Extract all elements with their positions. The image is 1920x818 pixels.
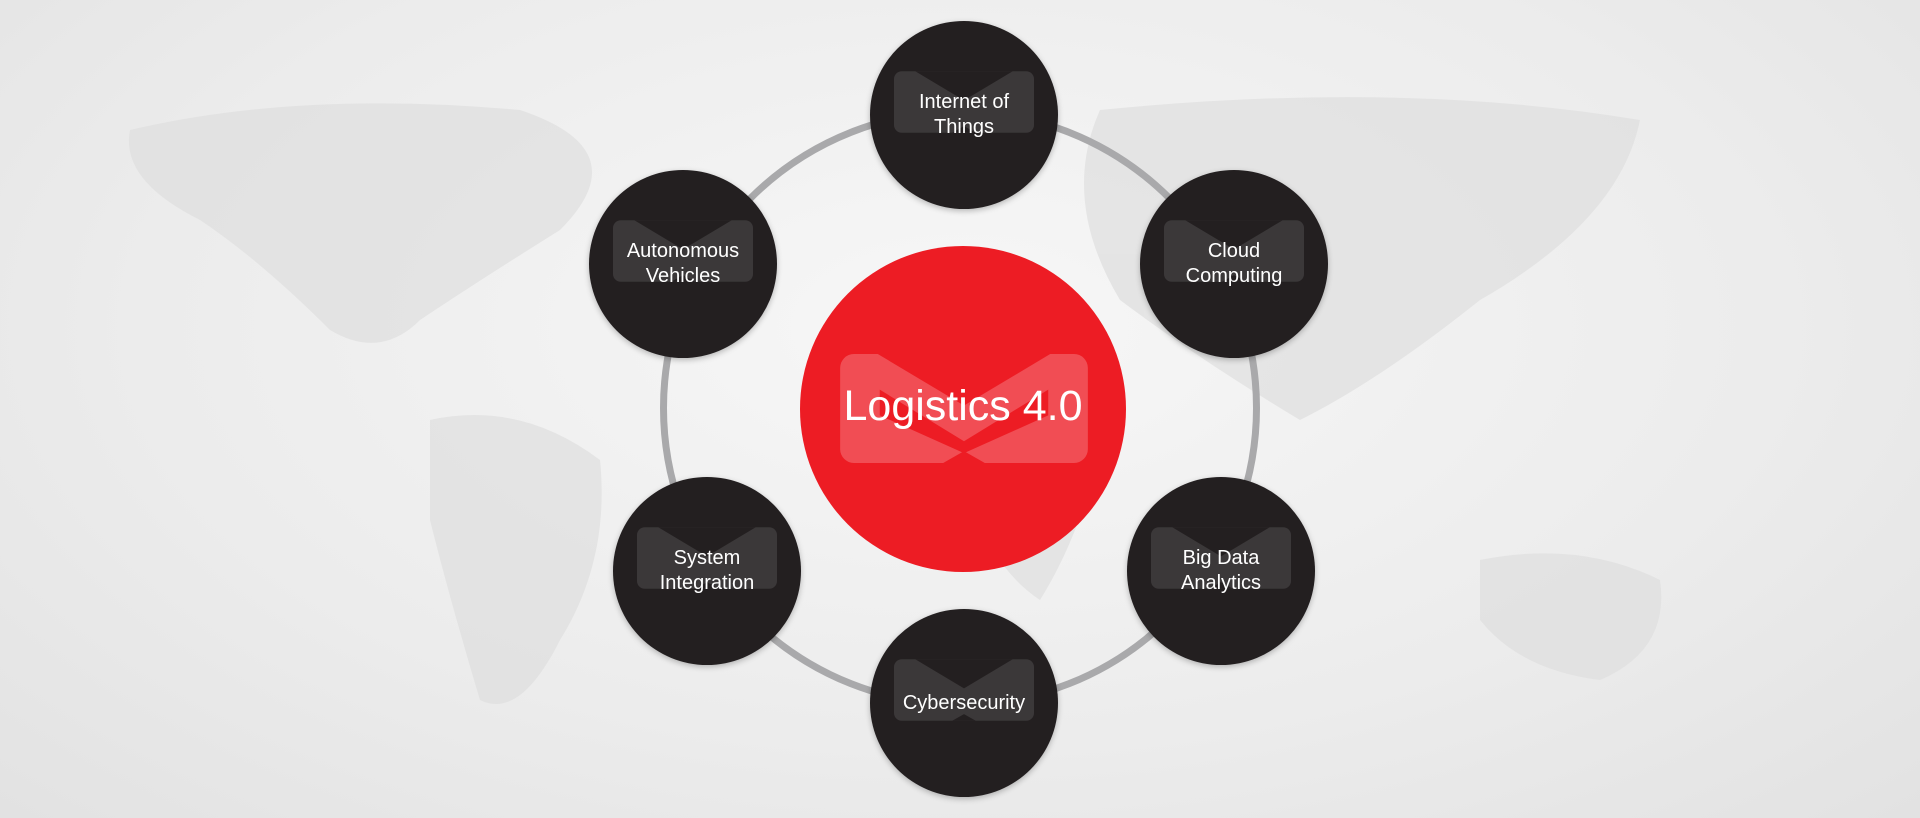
brand-logo-watermark: [637, 527, 777, 589]
center-hub: Logistics 4.0: [800, 246, 1126, 572]
node-label: Autonomous Vehicles: [626, 240, 740, 287]
node-label: Cybersecurity: [902, 691, 1026, 714]
brand-logo-watermark: [1151, 527, 1291, 589]
brand-logo-watermark: [894, 659, 1034, 721]
node-label: Cloud Computing: [1185, 240, 1283, 287]
node-cybersecurity: Cybersecurity: [870, 609, 1058, 797]
brand-logo-watermark: [613, 220, 753, 282]
node-big-data-analytics: Big Data Analytics: [1127, 477, 1315, 665]
node-label: Internet of Things: [918, 91, 1010, 138]
node-internet-of-things: Internet of Things: [870, 21, 1058, 209]
brand-logo-watermark: [1164, 220, 1304, 282]
center-title: Logistics 4.0: [843, 381, 1083, 430]
brand-logo-watermark: [894, 71, 1034, 133]
node-cloud-computing: Cloud Computing: [1140, 170, 1328, 358]
node-system-integration: System Integration: [613, 477, 801, 665]
node-label: System Integration: [659, 547, 755, 594]
brand-logo-watermark: [840, 354, 1088, 463]
node-label: Big Data Analytics: [1180, 547, 1262, 594]
node-autonomous-vehicles: Autonomous Vehicles: [589, 170, 777, 358]
